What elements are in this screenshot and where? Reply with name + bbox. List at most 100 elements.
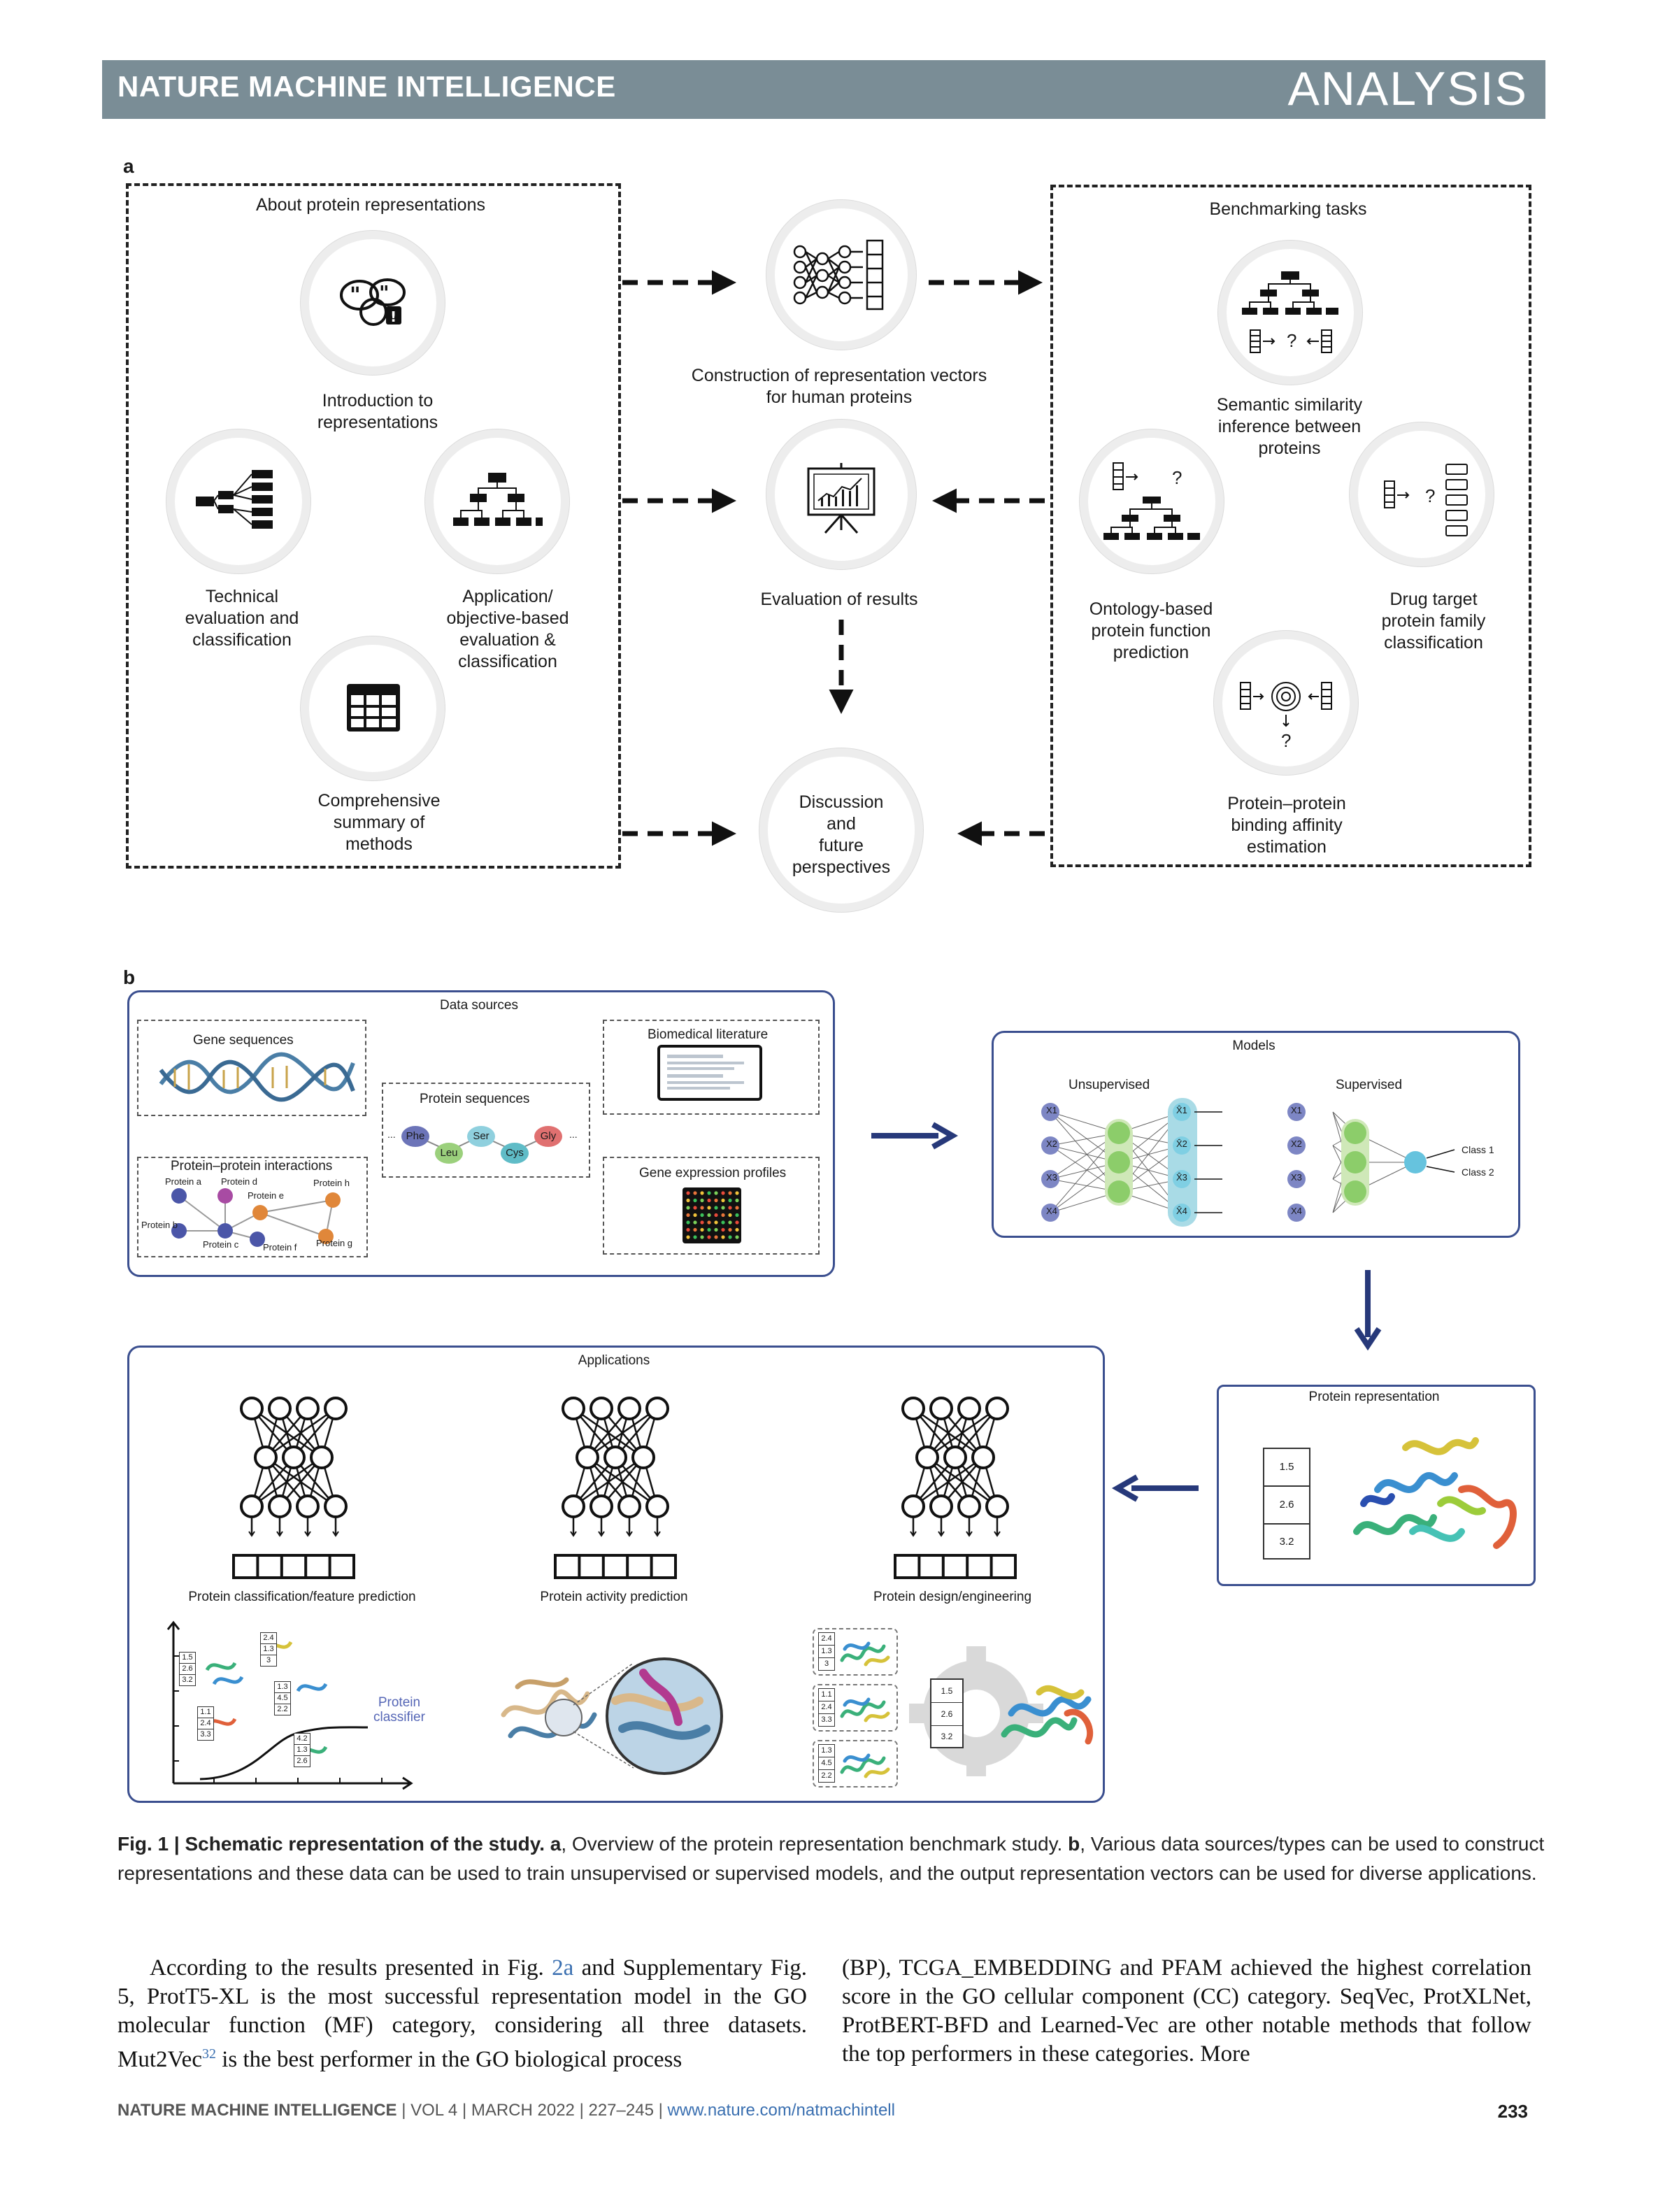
vector-value: 2.4 bbox=[819, 1633, 834, 1646]
microarray-spot bbox=[728, 1235, 732, 1239]
ppi-node-a: Protein a bbox=[165, 1176, 202, 1187]
rep-vector: 1.5 2.6 3.2 bbox=[1263, 1448, 1310, 1560]
ppi-node-f: Protein f bbox=[263, 1242, 297, 1253]
microarray-spot bbox=[714, 1191, 718, 1195]
ontology-qmark: ? bbox=[1172, 467, 1182, 488]
ppi-network bbox=[171, 1188, 341, 1247]
models-title: Models bbox=[1232, 1039, 1275, 1053]
network-node bbox=[943, 1446, 967, 1469]
ppi-node-g: Protein g bbox=[316, 1238, 353, 1248]
ppi-node-c: Protein c bbox=[203, 1239, 239, 1250]
intro-label: Introduction to representations bbox=[317, 391, 438, 432]
gene-expr-title: Gene expression profiles bbox=[639, 1166, 787, 1180]
network-node bbox=[296, 1397, 320, 1420]
microarray-spot bbox=[714, 1227, 718, 1232]
evaluation-label: Evaluation of results bbox=[760, 590, 918, 609]
network-node bbox=[589, 1494, 613, 1518]
hierarchy-vertical-icon bbox=[453, 473, 543, 526]
network-node bbox=[268, 1397, 292, 1420]
microarray-spot bbox=[721, 1206, 725, 1210]
microarray-spot bbox=[686, 1220, 690, 1225]
microarray-spot bbox=[714, 1198, 718, 1203]
unsup-x4: X4 bbox=[1046, 1206, 1057, 1216]
journal-name: NATURE MACHINE INTELLIGENCE bbox=[117, 70, 616, 103]
network-node bbox=[324, 1397, 348, 1420]
body-left-1: According to the results presented in Fi… bbox=[150, 1955, 544, 1981]
caption-b: b bbox=[1068, 1833, 1080, 1855]
microarray-spot bbox=[707, 1235, 711, 1239]
ref-32-link[interactable]: 32 bbox=[201, 2046, 216, 2062]
figure-caption: Fig. 1 | Schematic representation of the… bbox=[117, 1829, 1565, 1888]
caption-a: a bbox=[550, 1833, 562, 1855]
network-arrowhead bbox=[910, 1531, 917, 1537]
microarray-spot bbox=[735, 1191, 739, 1195]
vector-value: 1.1 bbox=[198, 1707, 213, 1718]
microarray-spot bbox=[693, 1213, 697, 1218]
network-node bbox=[985, 1494, 1009, 1518]
document-screen-icon bbox=[657, 1045, 762, 1101]
svg-text:": " bbox=[350, 283, 361, 308]
arrow-to-representation bbox=[1354, 1270, 1382, 1351]
application-networks bbox=[232, 1397, 1017, 1579]
discussion-circle bbox=[768, 757, 915, 904]
output-vector bbox=[554, 1554, 677, 1579]
fig-2a-link[interactable]: 2a bbox=[552, 1955, 574, 1981]
network-node bbox=[268, 1494, 292, 1518]
body-left-2: and Supplementary Fig. 5, ProtT5-XL is t… bbox=[117, 1955, 807, 2072]
caption-fig: Fig. 1 | Schematic representation of the… bbox=[117, 1833, 545, 1855]
vector-value: 4.2 bbox=[294, 1734, 310, 1745]
protein-thumbnail-icon bbox=[840, 1641, 890, 1667]
design-output-value: 2.6 bbox=[931, 1703, 962, 1726]
presentation-chart-icon bbox=[807, 463, 876, 534]
network-node bbox=[929, 1397, 953, 1420]
microarray-spot bbox=[693, 1191, 697, 1195]
network-node bbox=[901, 1397, 925, 1420]
construction-label: Construction of representation vectors f… bbox=[691, 366, 987, 407]
network-node bbox=[915, 1446, 939, 1469]
network-node bbox=[254, 1446, 278, 1469]
network-edge bbox=[265, 1407, 336, 1459]
network-node bbox=[576, 1446, 599, 1469]
ppi-node-e: Protein e bbox=[248, 1190, 285, 1201]
vector-value: 2.4 bbox=[819, 1701, 834, 1714]
network-edge bbox=[587, 1407, 658, 1459]
microarray-spot bbox=[714, 1220, 718, 1225]
microarray-spot bbox=[707, 1213, 711, 1218]
microarray-spot bbox=[721, 1220, 725, 1225]
ppi-title: Protein–protein interactions bbox=[171, 1159, 333, 1173]
arrow-to-models bbox=[871, 1122, 959, 1150]
microarray-spot bbox=[686, 1206, 690, 1210]
vector-value: 1.3 bbox=[294, 1745, 310, 1756]
footer-url[interactable]: www.nature.com/natmachintell bbox=[667, 2101, 895, 2120]
amino-ellipsis-right: ... bbox=[569, 1129, 578, 1140]
intro-circle: " " ! bbox=[309, 239, 436, 366]
microarray-spot bbox=[721, 1191, 725, 1195]
microarray-spot bbox=[686, 1198, 690, 1203]
rep-value: 3.2 bbox=[1279, 1536, 1294, 1548]
hierarchy-horizontal-icon bbox=[196, 470, 273, 529]
network-node bbox=[562, 1397, 585, 1420]
network-node bbox=[296, 1494, 320, 1518]
network-node bbox=[617, 1494, 641, 1518]
svg-text:!: ! bbox=[390, 308, 396, 325]
microarray-spot bbox=[686, 1227, 690, 1232]
vector-value: 2.4 bbox=[261, 1633, 276, 1644]
body-right-column: (BP), TCGA_EMBEDDING and PFAM achieved t… bbox=[842, 1955, 1531, 2067]
ppi-label: Protein–protein binding affinity estimat… bbox=[1227, 794, 1346, 857]
body-left-column: According to the results presented in Fi… bbox=[117, 1954, 807, 2074]
vector-value: 1.3 bbox=[275, 1682, 290, 1693]
microarray-spot bbox=[721, 1227, 725, 1232]
sup-x2: X2 bbox=[1291, 1139, 1302, 1149]
app3-title: Protein design/engineering bbox=[873, 1590, 1032, 1604]
section-label: ANALYSIS bbox=[1287, 62, 1528, 115]
microarray-spot bbox=[714, 1206, 718, 1210]
technical-label: Technical evaluation and classification bbox=[185, 587, 299, 650]
supervised-title: Supervised bbox=[1336, 1078, 1403, 1092]
output-vector bbox=[894, 1554, 1017, 1579]
